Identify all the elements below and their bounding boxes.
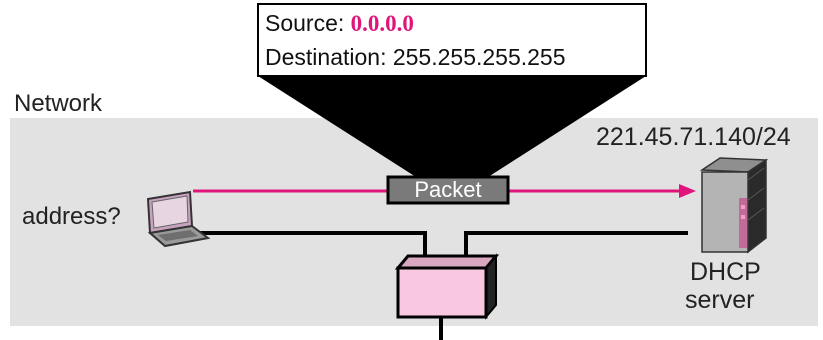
laptop-icon xyxy=(146,190,211,248)
packet-label: Packet xyxy=(414,177,482,202)
server-icon xyxy=(699,157,769,254)
packet-box xyxy=(386,175,510,205)
dhcp-label: DHCP xyxy=(690,258,761,286)
server-ip-label: 221.45.71.140/24 xyxy=(596,123,791,151)
server-label: server xyxy=(685,286,755,314)
packet-header-box xyxy=(257,3,647,77)
switch-icon xyxy=(394,253,500,320)
source-ip: 0.0.0.0 xyxy=(350,11,414,36)
source-line: Source: 0.0.0.0 xyxy=(265,9,414,38)
packet-flow-arrowhead xyxy=(679,184,696,198)
destination-line: Destination: 255.255.255.255 xyxy=(265,44,566,70)
callout-funnel xyxy=(258,76,646,200)
network-label: Network xyxy=(14,90,103,117)
source-label: Source: xyxy=(265,10,351,36)
laptop-wire xyxy=(200,231,427,258)
client-address-label: address? xyxy=(22,203,121,230)
server-wire xyxy=(464,231,688,258)
